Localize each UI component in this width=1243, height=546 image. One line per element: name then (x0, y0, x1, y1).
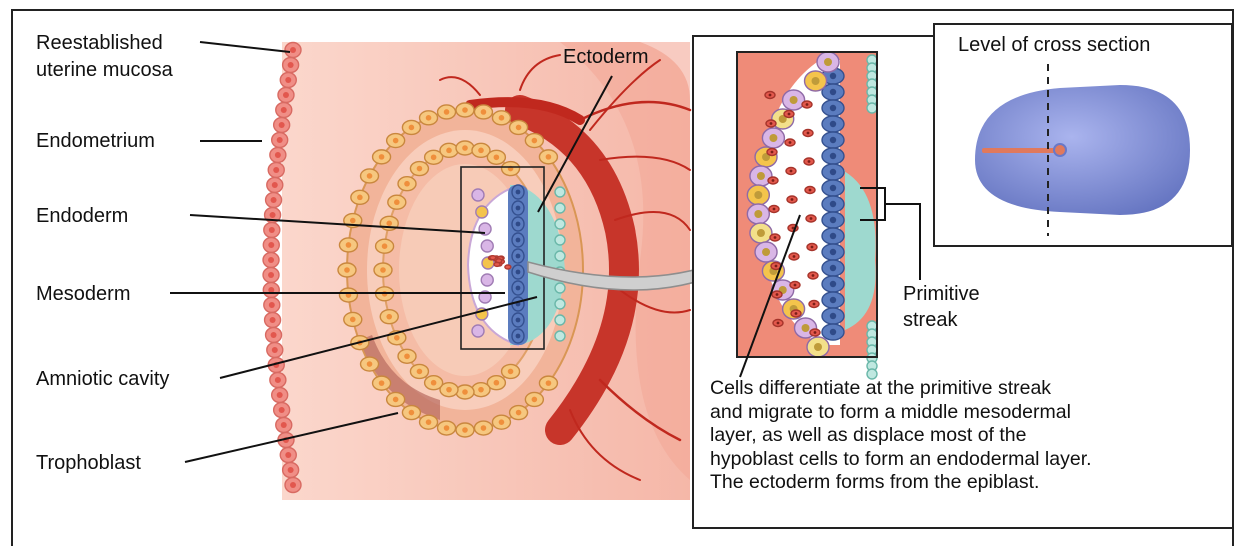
caption: Cells differentiate at the primitive str… (710, 377, 1230, 495)
label-reestablished-line2: uterine mucosa (36, 58, 173, 82)
caption-line: Cells differentiate at the primitive str… (710, 377, 1230, 401)
caption-line: hypoblast cells to form an endodermal la… (710, 448, 1230, 472)
label-primitive-streak-line1: Primitive (903, 282, 980, 306)
label-trophoblast: Trophoblast (36, 451, 141, 475)
label-mesoderm: Mesoderm (36, 282, 130, 306)
caption-line: and migrate to form a middle mesodermal (710, 401, 1230, 425)
label-amniotic-cavity: Amniotic cavity (36, 367, 169, 391)
label-primitive-streak-line2: streak (903, 308, 957, 332)
label-endometrium: Endometrium (36, 129, 155, 153)
label-ectoderm: Ectoderm (563, 45, 649, 69)
caption-line: layer, as well as displace most of the (710, 424, 1230, 448)
label-level-of-cross-section: Level of cross section (958, 33, 1150, 57)
label-reestablished-line1: Reestablished (36, 31, 163, 55)
label-endoderm: Endoderm (36, 204, 128, 228)
caption-line: The ectoderm forms from the epiblast. (710, 471, 1230, 495)
